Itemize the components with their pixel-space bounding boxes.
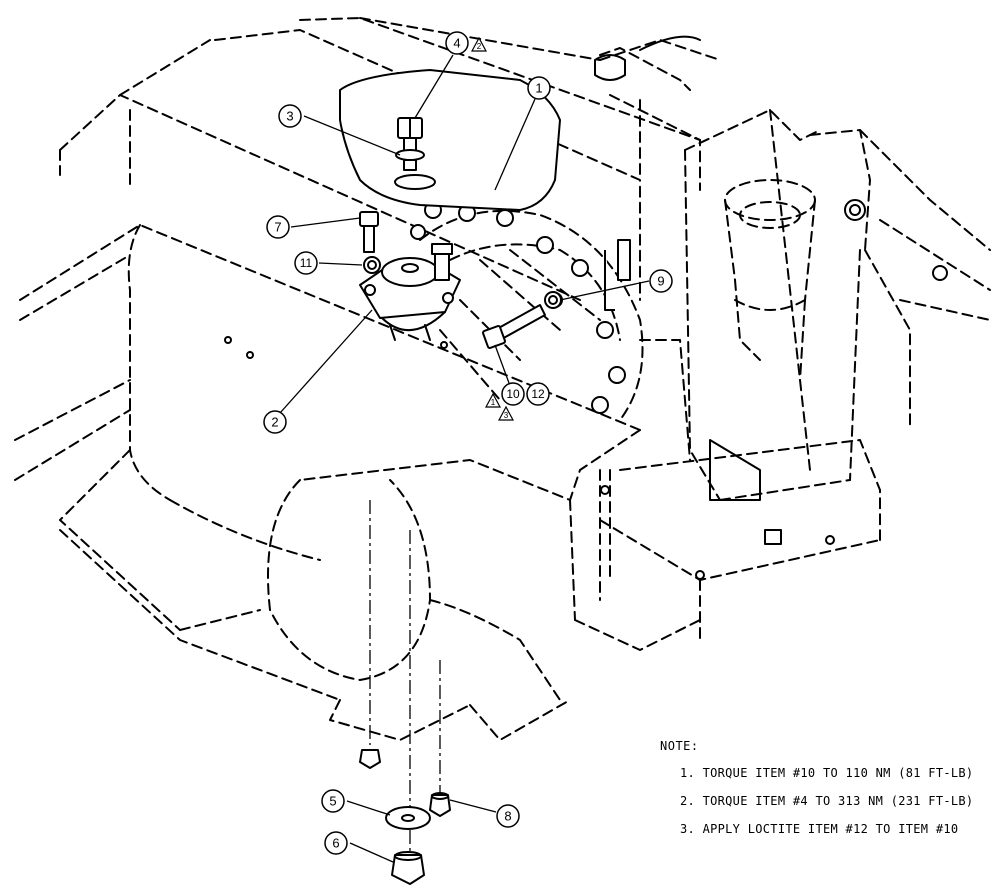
loose-hardware <box>359 749 451 885</box>
fender-housing <box>59 224 701 741</box>
mounting-bracket <box>339 69 561 211</box>
callout-4-label: 4 <box>453 36 460 51</box>
note-flag-2-label: 2 <box>477 42 482 51</box>
note-item-3: 3. APPLY LOCTITE ITEM #12 TO ITEM #10 <box>680 822 959 836</box>
bolt-item-7 <box>359 211 379 253</box>
callout-10-label: 10 <box>506 387 520 401</box>
bolt-item-4 <box>395 117 425 171</box>
note-flag-3-label: 3 <box>504 411 509 420</box>
fender-hole <box>440 341 448 349</box>
fender-hole <box>224 336 232 344</box>
callout-9: 9 <box>649 269 673 293</box>
fender-hole <box>246 351 254 359</box>
bolt-item-10 <box>482 239 631 349</box>
callout-3-label: 3 <box>286 109 293 124</box>
notes-title: NOTE: <box>660 739 699 753</box>
callout-8: 8 <box>496 804 520 828</box>
note-flag-2: 2 <box>470 36 488 52</box>
callout-7: 7 <box>266 215 290 239</box>
callout-1: 1 <box>527 76 551 100</box>
rubber-mount <box>359 243 461 341</box>
callout-11-label: 11 <box>300 256 313 270</box>
notes-block: NOTE: 1. TORQUE ITEM #10 TO 110 NM (81 F… <box>660 739 990 850</box>
note-flag-3: 3 <box>497 405 515 421</box>
callout-5-label: 5 <box>329 794 336 809</box>
callout-6-label: 6 <box>332 836 339 851</box>
callout-7-label: 7 <box>274 220 281 235</box>
note-flag-1: 1 <box>484 392 502 408</box>
callout-1-label: 1 <box>535 81 542 96</box>
callout-10: 10 <box>501 382 525 406</box>
note-item-2: 2. TORQUE ITEM #4 TO 313 NM (231 FT-LB) <box>680 794 974 808</box>
callout-4: 4 <box>445 31 469 55</box>
callout-11: 11 <box>294 251 318 275</box>
callout-12: 12 <box>526 382 550 406</box>
callout-2-label: 2 <box>271 415 278 430</box>
callout-8-label: 8 <box>504 809 511 824</box>
note-flag-1-label: 1 <box>491 398 496 407</box>
callout-6: 6 <box>324 831 348 855</box>
callout-3: 3 <box>278 104 302 128</box>
note-item-1: 1. TORQUE ITEM #10 TO 110 NM (81 FT-LB) <box>680 766 974 780</box>
callout-2: 2 <box>263 410 287 434</box>
right-structure <box>594 35 991 641</box>
callout-12-label: 12 <box>531 387 545 401</box>
leader-lines <box>279 54 650 863</box>
callout-5: 5 <box>321 789 345 813</box>
callout-9-label: 9 <box>657 274 664 289</box>
